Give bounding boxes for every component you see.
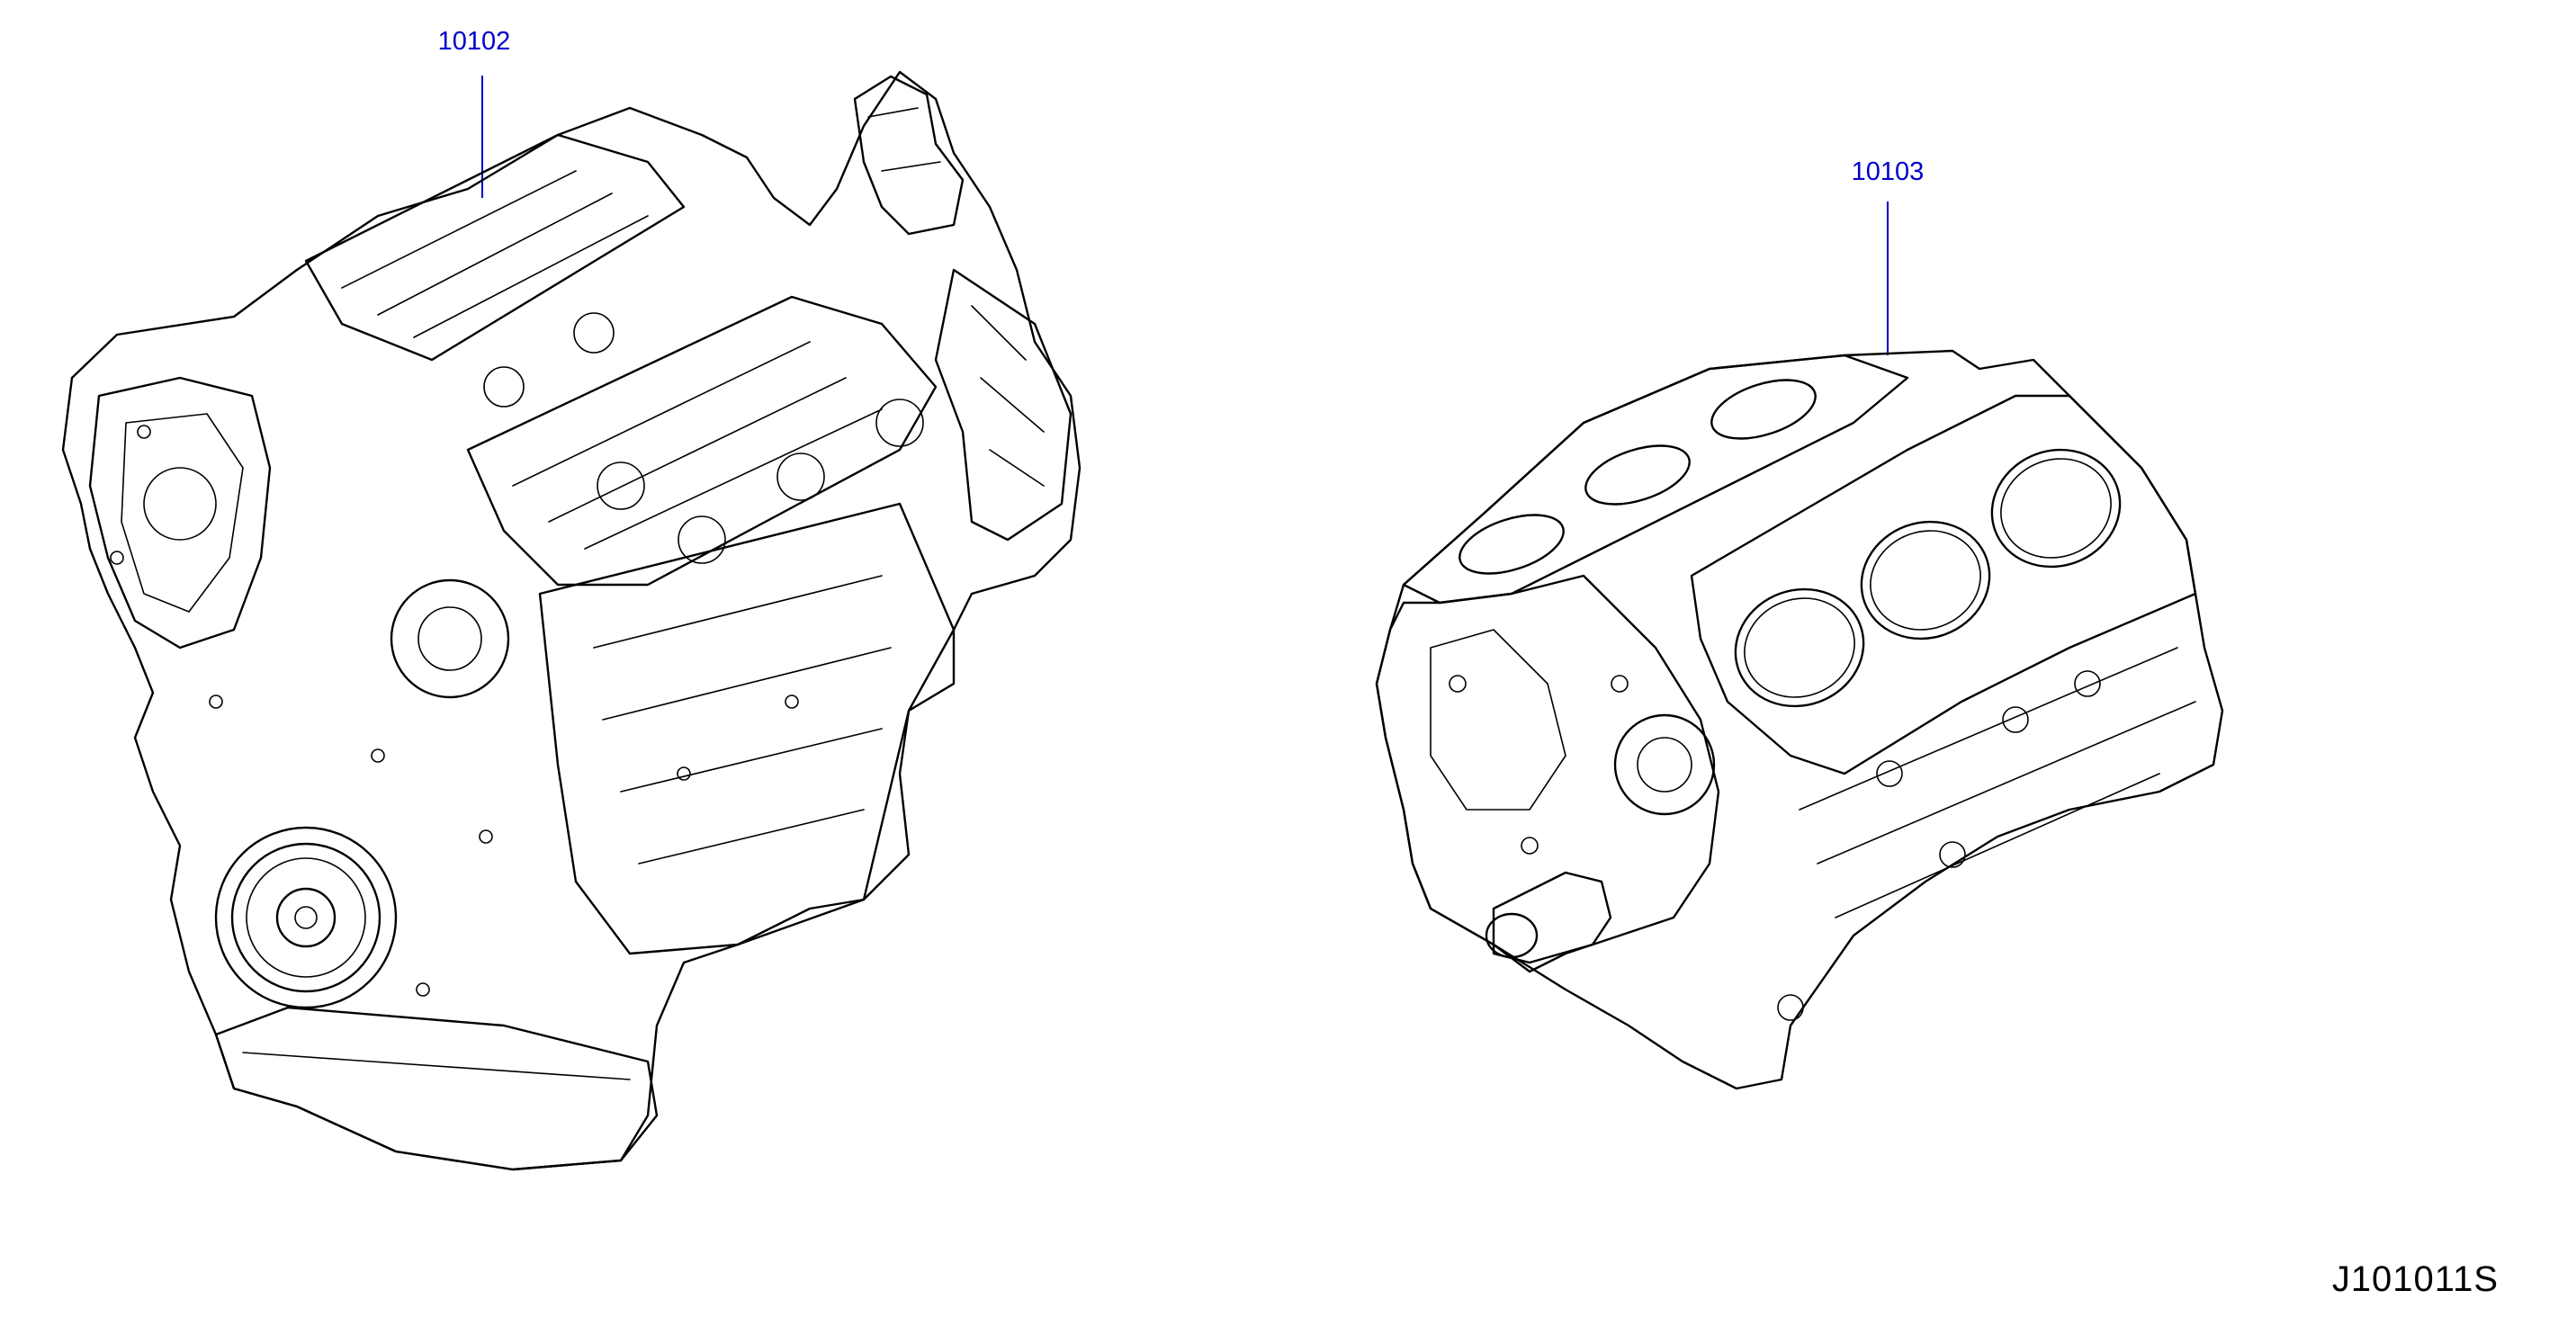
short-block-outline	[1375, 349, 2224, 1090]
crank-bolt	[294, 906, 318, 929]
bore-front-2-liner	[1870, 530, 1981, 631]
plug-well-2	[678, 515, 726, 564]
bolt	[677, 766, 691, 781]
rocker-cover-rear	[304, 133, 686, 362]
intake-runner-detail	[971, 305, 1045, 487]
crank-seal-boss	[1613, 713, 1716, 816]
water-pump-hub	[417, 606, 482, 671]
plug-well-3	[776, 452, 825, 501]
bore-front-2	[1860, 520, 1991, 641]
bore-rear-1	[1459, 514, 1565, 575]
rocker-cover-front	[466, 295, 938, 587]
crank-pulley-outer	[214, 826, 398, 1009]
block-bolt	[2074, 670, 2101, 697]
callout-complete-engine[interactable]: 10102	[438, 27, 511, 198]
bolt	[209, 694, 223, 709]
front-face-bolt	[1449, 675, 1467, 693]
bolt	[785, 694, 799, 709]
front-face-bolt	[1521, 837, 1539, 855]
bolt	[479, 829, 493, 844]
crank-pulley-inner	[246, 857, 366, 978]
front-face	[1375, 574, 1720, 973]
engine-assembly-illustration	[61, 70, 1082, 1171]
front-face-detail	[1430, 629, 1566, 811]
block-bolt	[1939, 841, 1966, 868]
block-side-ribs	[1799, 647, 2196, 918]
bore-rear-3	[1710, 379, 1817, 440]
oil-filter-stud	[1485, 912, 1539, 959]
throttle-actuator	[853, 75, 965, 236]
engine-outline	[61, 70, 1082, 1171]
bore-front-3-liner	[2000, 458, 2112, 559]
oil-pan	[214, 1006, 659, 1171]
timing-cover-detail	[121, 413, 244, 613]
intake-runner-block	[934, 268, 1073, 542]
engine-block-side	[538, 502, 956, 955]
bore-front-1-liner	[1744, 597, 1855, 698]
part-number-10102[interactable]: 10102	[438, 27, 511, 56]
block-side-ribs	[593, 575, 892, 865]
oil-pan-flange	[242, 1052, 631, 1080]
rocker-cover-rear-ridges	[341, 170, 649, 338]
crank-pulley-groove	[230, 842, 381, 993]
plug-well-1	[597, 461, 645, 510]
bolt	[371, 748, 385, 763]
plug-well-4	[875, 399, 924, 447]
bolt	[110, 551, 124, 565]
part-number-10103[interactable]: 10103	[1852, 157, 1925, 186]
front-bank-deck	[1690, 394, 2197, 775]
block-bolt	[1777, 994, 1804, 1021]
callout-short-block[interactable]: 10103	[1852, 157, 1925, 355]
front-face-bolt	[1611, 675, 1629, 693]
crank-pulley-hub	[275, 887, 337, 948]
block-bolt	[1876, 760, 1903, 787]
bore-front-3	[1990, 448, 2122, 569]
bore-rear-2	[1584, 444, 1691, 506]
plug-well-5	[483, 366, 525, 408]
short-block-illustration	[1375, 349, 2224, 1090]
bolt	[416, 982, 430, 997]
bore-front-1	[1734, 587, 1865, 708]
bolt	[137, 425, 151, 439]
water-pump	[390, 578, 510, 699]
rocker-cover-front-ridges	[512, 341, 883, 550]
plug-well-6	[573, 312, 615, 354]
crank-seal-bore	[1637, 737, 1692, 793]
deck-surface	[1402, 354, 1909, 605]
throttle-actuator-detail	[867, 107, 941, 172]
block-bolt	[2002, 706, 2029, 733]
diagram-code: J101011S	[2331, 1259, 2499, 1299]
timing-cover	[88, 376, 272, 650]
oil-filter-adapter	[1492, 871, 1612, 964]
cam-sprocket-cover	[143, 467, 217, 541]
